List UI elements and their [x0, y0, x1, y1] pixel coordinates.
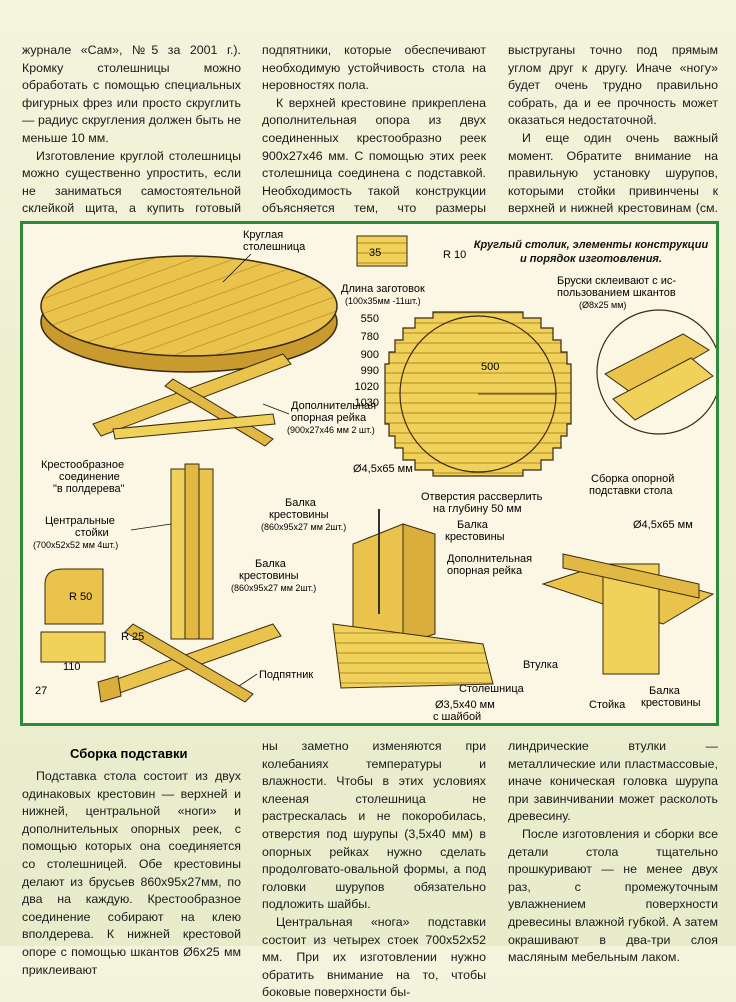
- stepped-panel: [384, 311, 572, 477]
- label-beam-3: Балка: [457, 519, 489, 531]
- assembly-detail: [541, 553, 715, 675]
- paragraph: журнале «Сам», №5 за 2001 г.). Кромку ст…: [22, 43, 241, 145]
- foot-detail: [40, 568, 106, 663]
- label-beam-upper: Балка: [285, 497, 317, 509]
- label-tabletop: Столешница: [459, 683, 525, 695]
- label-beam-upper-3: (860x95x27 мм 2шт.): [261, 522, 346, 532]
- svg-text:990: 990: [361, 365, 379, 377]
- paragraph: Центральная «нога» подставки состоит из …: [262, 914, 486, 1000]
- label-27: 27: [35, 685, 47, 697]
- figure-title: Круглый столик, элементы конструкции: [474, 239, 709, 251]
- label-r25: R 25: [121, 631, 144, 643]
- label-screw-3: Ø4,5x65 мм: [633, 519, 693, 531]
- label-glue-2: пользованием шкантов: [557, 287, 676, 299]
- label-500: 500: [481, 361, 499, 373]
- label-drill: Отверстия рассверлить: [421, 491, 543, 503]
- label-extra-2: Дополнительная: [447, 553, 532, 565]
- label-cross-joint-2: соединение: [59, 471, 120, 483]
- paragraph: После изготовления и сборки все детали с…: [508, 826, 718, 965]
- label-center-posts: Центральные: [45, 515, 115, 527]
- lower-cross: [97, 623, 282, 703]
- label-cross-joint: Крестообразное: [41, 459, 124, 471]
- blank-profile: [356, 235, 408, 267]
- label-beam-upper-2: крестовины: [269, 509, 329, 521]
- bottom-column-1: Подставка стола состоит из двух одинаков…: [22, 768, 241, 979]
- label-screw-2: Ø3,5x40 мм: [435, 699, 495, 711]
- label-extra-rail: Дополнительная: [291, 400, 376, 412]
- label-cross-joint-3: "в полдерева": [53, 483, 125, 495]
- paragraph: ны заметно изменяются при колебаниях тем…: [262, 739, 486, 912]
- figure-frame: Круглый столик, элементы конструкции и п…: [20, 221, 722, 726]
- label-beam-lower-2: крестовины: [239, 570, 299, 582]
- label-beam-lower: Балка: [255, 558, 287, 570]
- label-beam-4: Балка: [649, 685, 681, 697]
- figure-title-line2: и порядок изготовления.: [520, 253, 662, 265]
- label-extra-rail-2: опорная рейка: [291, 412, 367, 424]
- label-extra-rail-3: (900x27x46 мм 2 шт.): [287, 425, 375, 435]
- svg-text:1030: 1030: [355, 397, 379, 409]
- bottom-column-2: ны заметно изменяются при колебаниях тем…: [262, 738, 486, 1002]
- label-beam-3b: крестовины: [445, 531, 505, 543]
- label-round-top: Круглая: [243, 229, 283, 241]
- paragraph: Подставка стола состоит из двух одинаков…: [22, 769, 241, 977]
- upper-cross-rails: [92, 353, 292, 447]
- label-center-posts-3: (700x52x52 мм 4шт.): [33, 540, 118, 550]
- construction-drawing: Круглый столик, элементы конструкции и п…: [33, 229, 722, 723]
- label-blank-length: Длина заготовок: [341, 283, 425, 295]
- label-35: 35: [369, 247, 381, 259]
- paragraph: К верхней крестовине прикреплена дополни…: [262, 95, 486, 233]
- label-post: Стойка: [589, 699, 626, 711]
- central-posts: [170, 463, 214, 640]
- top-column-2: подпятники, которые обеспечивают необход…: [262, 42, 486, 236]
- label-beam-4b: крестовины: [641, 697, 701, 709]
- label-foot: Подпятник: [259, 669, 313, 681]
- paragraph: линдрические втулки — металлические или …: [508, 739, 718, 824]
- dimension-list: 550 780 900 990 1020 1030: [355, 313, 379, 409]
- label-assembly-2: подставки стола: [589, 485, 673, 497]
- label-extra-2b: опорная рейка: [447, 565, 523, 577]
- section-title: Сборка подставки: [70, 746, 188, 761]
- svg-text:1020: 1020: [355, 381, 379, 393]
- paragraph: выструганы точно под прямым углом друг к…: [508, 43, 718, 128]
- svg-text:550: 550: [361, 313, 379, 325]
- label-sleeve: Втулка: [523, 659, 559, 671]
- svg-text:900: 900: [361, 349, 379, 361]
- bottom-column-3: линдрические втулки — металлические или …: [508, 738, 718, 967]
- label-screw-1: Ø4,5x65 мм: [353, 463, 413, 475]
- label-r10: R 10: [443, 249, 466, 261]
- round-tabletop: [40, 255, 338, 373]
- svg-text:780: 780: [361, 331, 379, 343]
- label-screw-2b: с шайбой: [433, 711, 481, 723]
- label-center-posts-2: стойки: [75, 527, 109, 539]
- label-beam-lower-3: (860x95x27 мм 2шт.): [231, 583, 316, 593]
- label-r50: R 50: [69, 591, 92, 603]
- label-blank-length-2: (100x35мм -11шт.): [345, 296, 421, 306]
- label-assembly: Сборка опорной: [591, 473, 674, 485]
- label-round-top-2: столешница: [243, 241, 306, 253]
- label-glue: Бруски склеивают с ис-: [557, 275, 676, 287]
- screw-detail: [332, 509, 494, 689]
- label-glue-3: (Ø8x25 мм): [579, 300, 626, 310]
- label-110: 110: [63, 661, 81, 673]
- label-drill-2: на глубину 50 мм: [433, 503, 522, 515]
- paragraph: подпятники, которые обеспечивают необход…: [262, 43, 486, 93]
